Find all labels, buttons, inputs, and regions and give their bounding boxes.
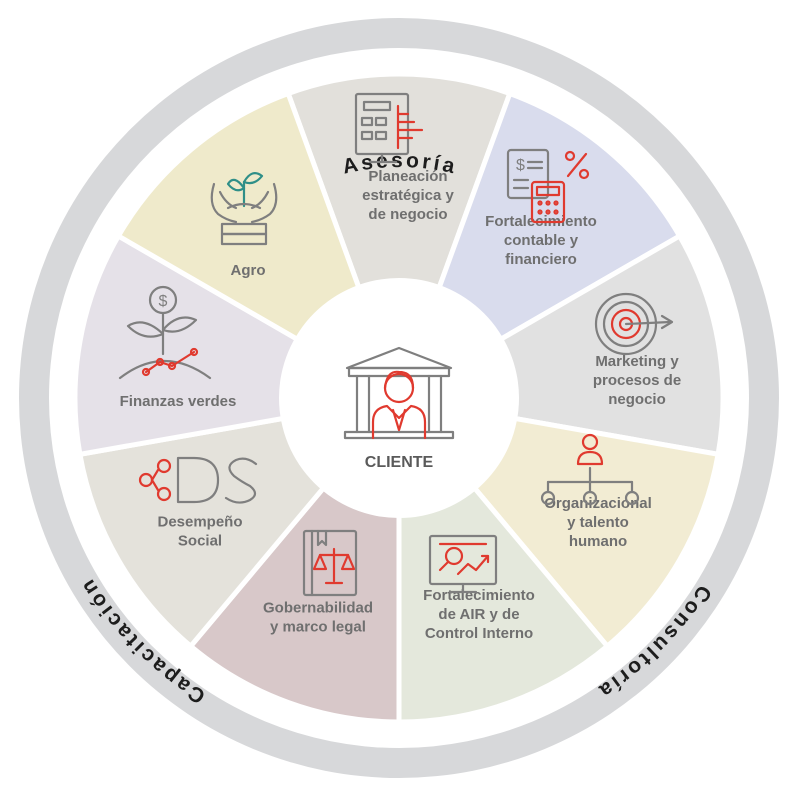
dashboard-monitor-icon bbox=[354, 92, 424, 164]
center-circle bbox=[279, 278, 519, 518]
law-book-icon bbox=[302, 529, 358, 597]
ds-logo-icon bbox=[138, 456, 258, 504]
segment-label-line: y marco legal bbox=[270, 619, 366, 636]
segment-label-line: financiero bbox=[505, 251, 577, 268]
segment-label-planeacion: Planeación estratégica y de negocio bbox=[362, 168, 454, 223]
plant-hands-icon bbox=[210, 172, 278, 246]
segment-label-line: de AIR y de bbox=[438, 606, 519, 623]
segment-label-agro: Agro bbox=[231, 262, 266, 279]
segment-label-line: procesos de bbox=[593, 372, 681, 389]
dollar-glyph: $ bbox=[516, 157, 525, 174]
segment-label-line: Control Interno bbox=[425, 625, 533, 642]
segment-label-line: Social bbox=[178, 533, 222, 550]
segment-label-line: Finanzas verdes bbox=[120, 393, 237, 410]
monitor-magnifier-icon bbox=[428, 534, 498, 594]
segment-label-line: de negocio bbox=[368, 206, 447, 223]
segment-label-finanzas: Finanzas verdes bbox=[120, 393, 237, 410]
green-finance-icon: $ bbox=[118, 285, 212, 380]
segment-label-gobernabilidad: Gobernabilidad y marco legal bbox=[263, 600, 373, 636]
segment-label-line: estratégica y bbox=[362, 187, 454, 204]
org-chart-icon bbox=[540, 433, 640, 506]
segment-label-line: Agro bbox=[231, 262, 266, 279]
segment-label-line: humano bbox=[569, 533, 627, 550]
calculator-finance-icon: $ bbox=[506, 148, 590, 224]
target-icon bbox=[594, 292, 674, 356]
segment-label-line: Planeación bbox=[368, 168, 447, 185]
segment-label-line: Organizacional bbox=[544, 495, 652, 512]
center-label: CLIENTE bbox=[365, 454, 434, 471]
segment-label-line: contable y bbox=[504, 232, 579, 249]
segment-label-line: Desempeño bbox=[157, 514, 242, 531]
segment-label-line: y talento bbox=[567, 514, 629, 531]
segment-label-line: negocio bbox=[608, 391, 666, 408]
coin-dollar-glyph: $ bbox=[159, 293, 168, 310]
segment-label-line: Marketing y bbox=[595, 353, 679, 370]
segment-label-line: Fortalecimiento bbox=[423, 587, 535, 604]
client-building-person-icon bbox=[343, 346, 455, 440]
segment-label-line: Gobernabilidad bbox=[263, 600, 373, 617]
segment-planeacion bbox=[284, 71, 514, 406]
segment-label-air: Fortalecimiento de AIR y de Control Intern… bbox=[423, 587, 535, 642]
segment-label-marketing: Marketing y procesos de negocio bbox=[593, 353, 681, 408]
segment-label-organizacional: Organizacional y talento humano bbox=[544, 495, 652, 550]
